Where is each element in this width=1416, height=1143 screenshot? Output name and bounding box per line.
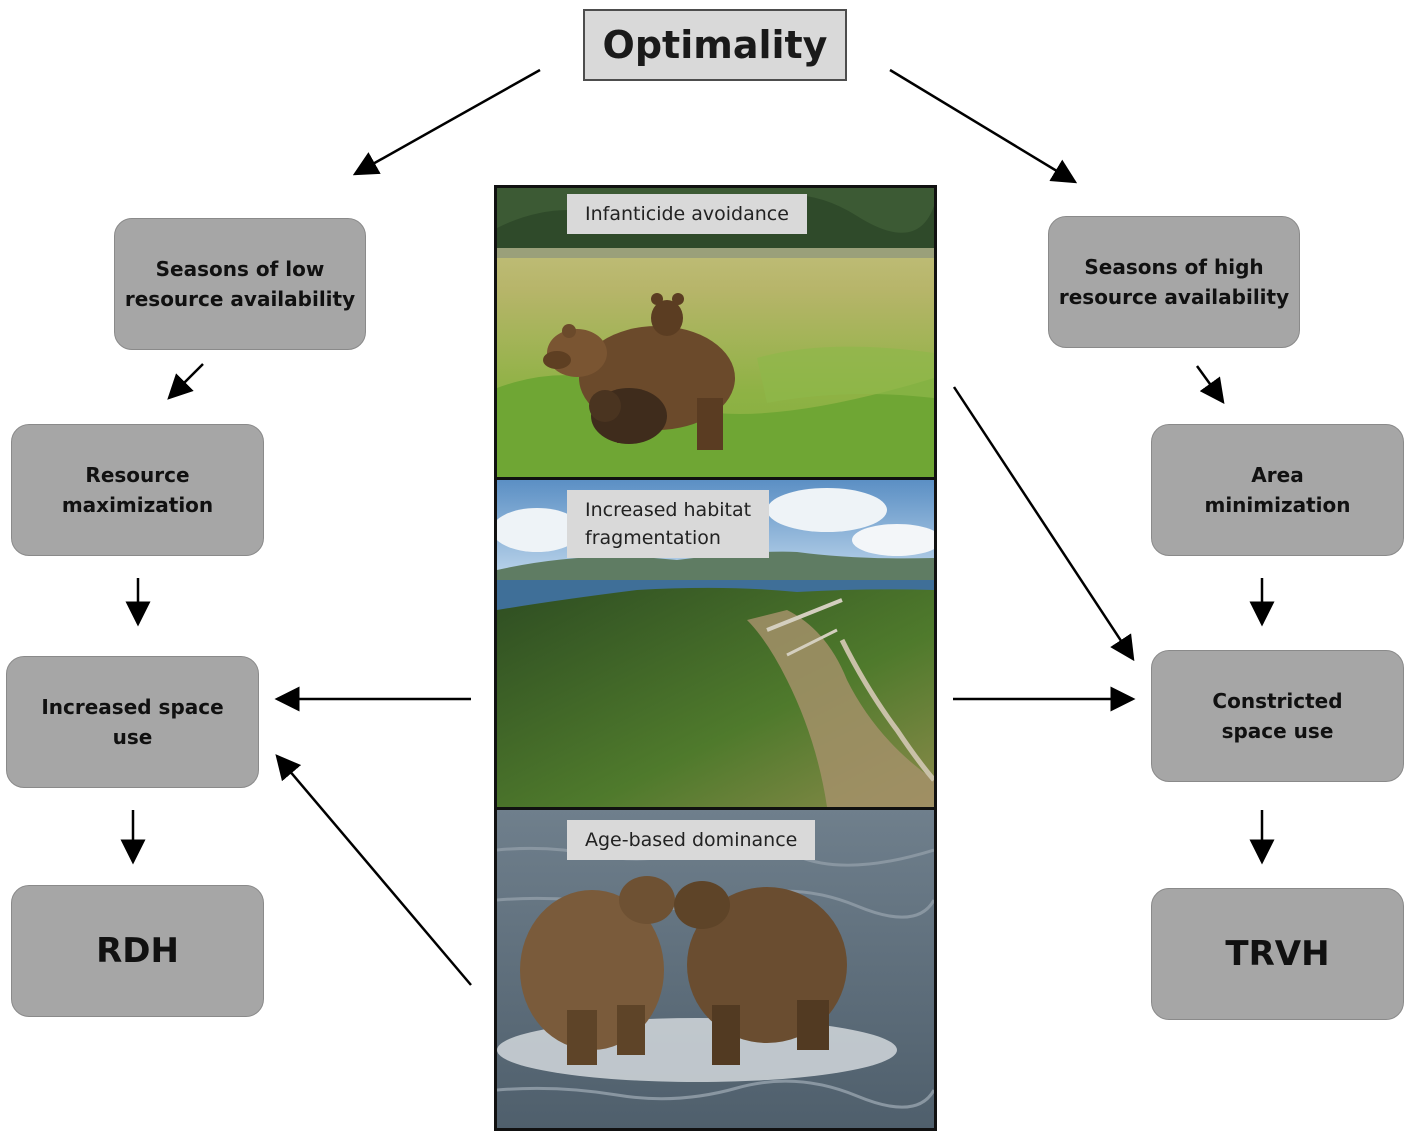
high-resource-season-node: Seasons of high resource availability xyxy=(1048,216,1300,348)
arrow-low-to-maximization xyxy=(167,363,204,400)
age-based-dominance-label: Age-based dominance xyxy=(567,820,816,860)
trvh-node: TRVH xyxy=(1151,888,1404,1020)
arrow-optimality-to-low xyxy=(352,68,541,176)
arrow-optimality-to-high xyxy=(889,68,1078,184)
arrow-infanticide-to-constricted xyxy=(952,386,1135,662)
infanticide-avoidance-label: Infanticide avoidance xyxy=(567,194,807,234)
rdh-node: RDH xyxy=(11,885,264,1017)
constricted-space-use-node: Constricted space use xyxy=(1151,650,1404,782)
bear-family-photo: Infanticide avoidance xyxy=(497,188,934,477)
optimality-title: Optimality xyxy=(583,9,847,81)
photo-panel: Infanticide avoidance xyxy=(494,185,937,1131)
habitat-fragmentation-label: Increased habitat fragmentation xyxy=(567,490,770,558)
bear-dominance-photo: Age-based dominance xyxy=(497,810,934,1128)
low-resource-season-node: Seasons of low resource availability xyxy=(114,218,366,350)
arrow-high-to-minimization xyxy=(1195,365,1225,405)
arrow-dominance-to-increased xyxy=(275,754,472,986)
resource-maximization-node: Resource maximization xyxy=(11,424,264,556)
increased-space-use-node: Increased space use xyxy=(6,656,259,788)
habitat-fragmentation-photo: Increased habitat fragmentation xyxy=(497,480,934,807)
area-minimization-node: Area minimization xyxy=(1151,424,1404,556)
